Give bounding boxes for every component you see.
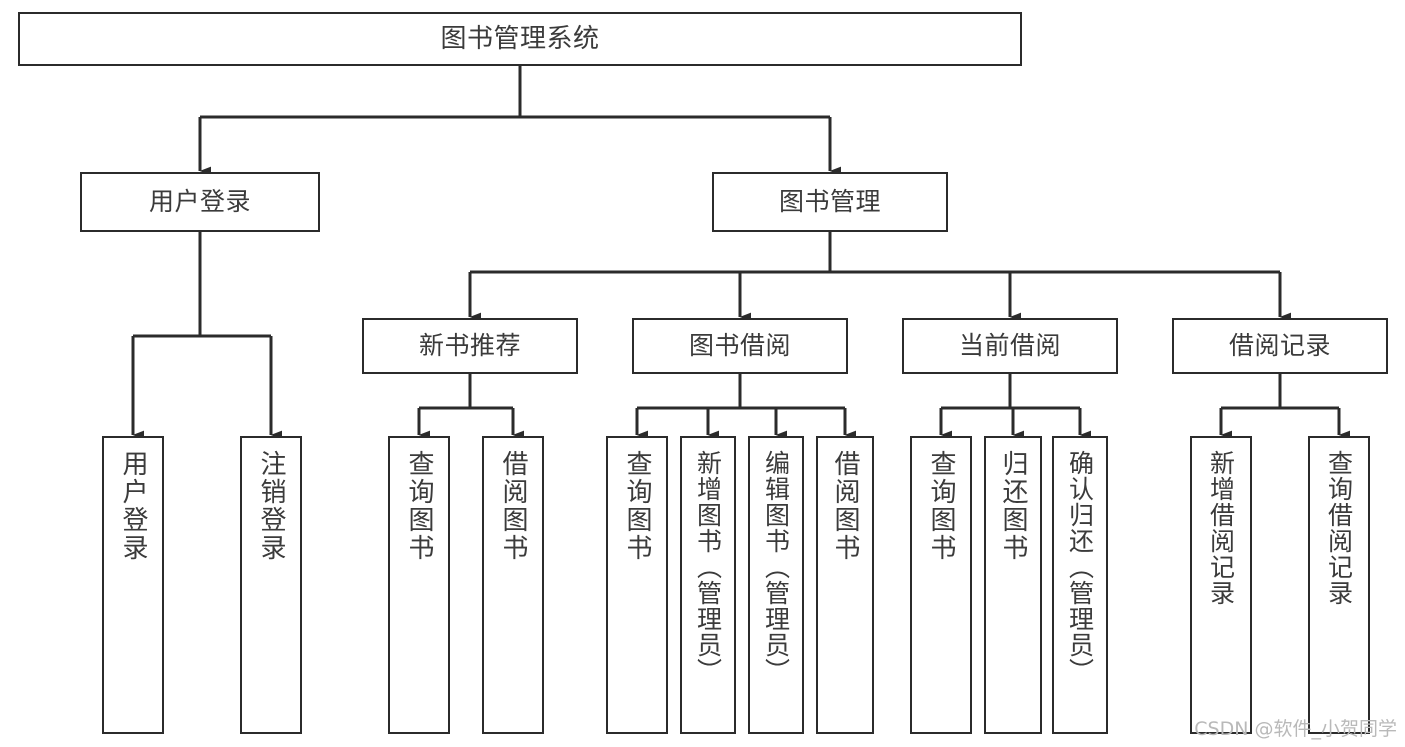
node-leaf-user-logout[interactable]: 注销登录 (240, 436, 302, 734)
node-new-book-rec[interactable]: 新书推荐 (362, 318, 578, 374)
node-label: 查询图书 (404, 450, 434, 562)
node-leaf-query-book-1[interactable]: 查询图书 (388, 436, 450, 734)
node-label: 图书管理系统 (440, 23, 600, 54)
node-root[interactable]: 图书管理系统 (18, 12, 1022, 66)
node-label: 借阅记录 (1228, 331, 1331, 361)
node-label: 借阅图书 (830, 450, 860, 562)
node-label: 查询图书 (926, 450, 956, 562)
node-leaf-return-book[interactable]: 归还图书 (984, 436, 1042, 734)
node-label: 新增借阅记录 (1206, 450, 1236, 606)
node-label: 图书管理 (778, 187, 881, 217)
node-leaf-edit-book[interactable]: 编辑图书（管理员） (748, 436, 804, 734)
node-label: 用户登录 (148, 187, 251, 217)
node-label: 归还图书 (998, 450, 1028, 562)
node-leaf-query-book-2[interactable]: 查询图书 (606, 436, 668, 734)
node-leaf-add-record[interactable]: 新增借阅记录 (1190, 436, 1252, 734)
node-leaf-add-book[interactable]: 新增图书（管理员） (680, 436, 736, 734)
node-label: 新书推荐 (418, 331, 521, 361)
node-label: 编辑图书（管理员） (761, 450, 791, 684)
node-label: 新增图书（管理员） (693, 450, 723, 684)
node-leaf-borrow-book-1[interactable]: 借阅图书 (482, 436, 544, 734)
node-label: 图书借阅 (688, 331, 791, 361)
node-label: 借阅图书 (498, 450, 528, 562)
node-label: 当前借阅 (958, 331, 1061, 361)
node-label: 查询借阅记录 (1324, 450, 1354, 606)
node-leaf-query-book-3[interactable]: 查询图书 (910, 436, 972, 734)
node-label: 用户登录 (118, 450, 148, 562)
node-book-manage[interactable]: 图书管理 (712, 172, 948, 232)
node-label: 注销登录 (256, 450, 286, 562)
node-user-login[interactable]: 用户登录 (80, 172, 320, 232)
node-book-borrow[interactable]: 图书借阅 (632, 318, 848, 374)
node-leaf-confirm-return[interactable]: 确认归还（管理员） (1052, 436, 1108, 734)
node-label: 确认归还（管理员） (1065, 450, 1095, 684)
node-leaf-user-login[interactable]: 用户登录 (102, 436, 164, 734)
node-label: 查询图书 (622, 450, 652, 562)
node-borrow-record[interactable]: 借阅记录 (1172, 318, 1388, 374)
node-leaf-query-record[interactable]: 查询借阅记录 (1308, 436, 1370, 734)
node-leaf-borrow-book-2[interactable]: 借阅图书 (816, 436, 874, 734)
node-current-borrow[interactable]: 当前借阅 (902, 318, 1118, 374)
